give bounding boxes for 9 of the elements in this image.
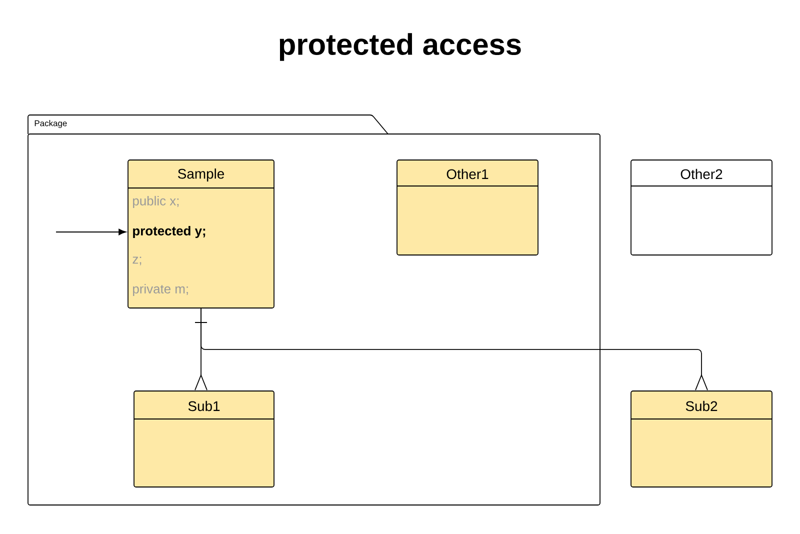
class-box: Other2 (630, 160, 772, 256)
class-box: Other1 (396, 160, 538, 256)
class-box: Sub2 (630, 390, 772, 488)
node-label: Package (34, 120, 67, 128)
class-box: Sample public x; protected y; z; private m; (128, 160, 274, 308)
connector (194, 308, 708, 391)
title: protected access (280, 33, 521, 61)
connector (56, 228, 126, 236)
class-box: Sub1 (134, 390, 274, 488)
